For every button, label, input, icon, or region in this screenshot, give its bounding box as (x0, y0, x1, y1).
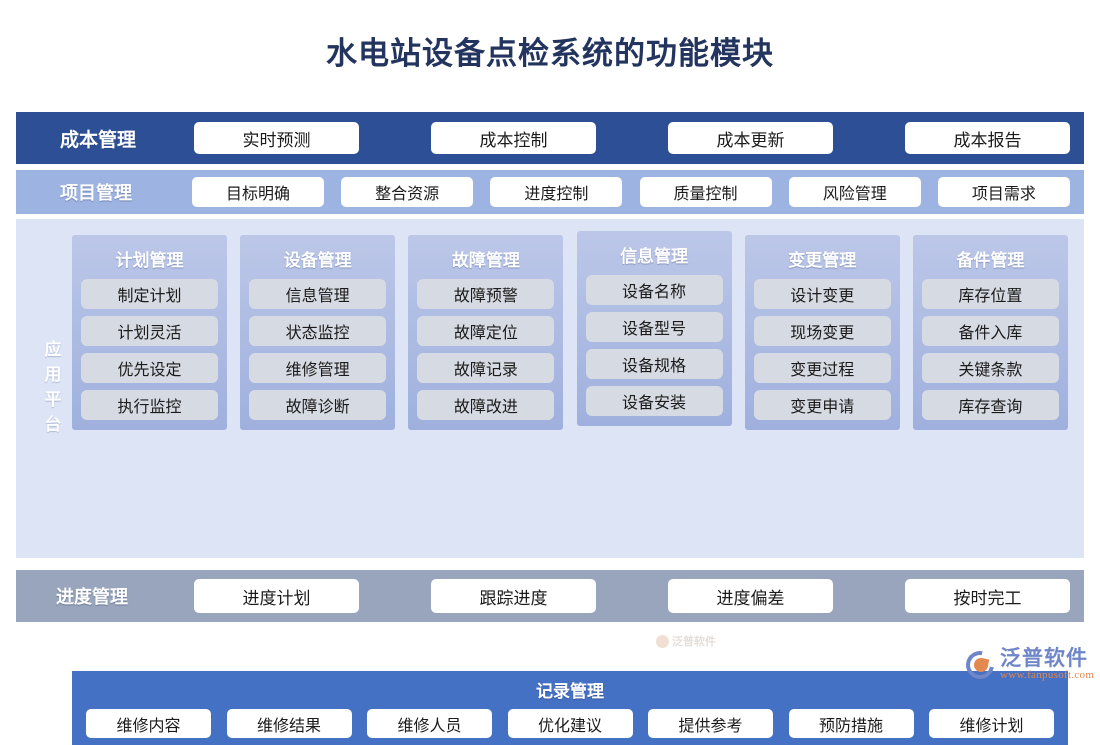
module-item[interactable]: 库存查询 (921, 390, 1059, 420)
module-item[interactable]: 状态监控 (249, 316, 387, 346)
project-management-label: 项目管理 (60, 183, 132, 203)
record-item-2[interactable]: 维修人员 (367, 709, 492, 738)
project-item-2[interactable]: 进度控制 (490, 177, 623, 207)
module-item[interactable]: 设备名称 (585, 275, 723, 305)
module-item[interactable]: 设计变更 (753, 279, 891, 309)
cost-item-1[interactable]: 成本控制 (431, 122, 596, 154)
brand-url: www.fanpusoft.com (1000, 669, 1095, 682)
schedule-management-row: 进度管理 进度计划 跟踪进度 进度偏差 按时完工 (16, 570, 1084, 622)
module-item[interactable]: 故障记录 (417, 353, 555, 383)
watermark-text: 泛普软件 (672, 636, 716, 648)
project-item-4[interactable]: 风险管理 (788, 177, 921, 207)
page-title: 水电站设备点检系统的功能模块 (326, 36, 774, 71)
module-item[interactable]: 变更过程 (753, 353, 891, 383)
project-item-3[interactable]: 质量控制 (639, 177, 772, 207)
schedule-item-2[interactable]: 进度偏差 (668, 579, 833, 613)
cost-management-label: 成本管理 (60, 129, 137, 151)
module-item[interactable]: 故障改进 (417, 390, 555, 420)
module-item[interactable]: 变更申请 (753, 390, 891, 420)
application-platform-panel: 应用平台 计划管理 制定计划 计划灵活 优先设定 执行监控 设备管理 信息管理 … (16, 219, 1084, 745)
schedule-item-0[interactable]: 进度计划 (194, 579, 359, 613)
brand-name: 泛普软件 (1000, 647, 1088, 670)
cost-management-items: 实时预测 成本控制 成本更新 成本报告 (180, 122, 1070, 154)
project-management-items: 目标明确 整合资源 进度控制 质量控制 风险管理 项目需求 (180, 177, 1070, 207)
module-column-equipment[interactable]: 设备管理 信息管理 状态监控 维修管理 故障诊断 (240, 235, 396, 430)
module-column-fault[interactable]: 故障管理 故障预警 故障定位 故障记录 故障改进 (408, 235, 564, 430)
module-item[interactable]: 备件入库 (921, 316, 1059, 346)
cost-item-3[interactable]: 成本报告 (905, 122, 1070, 154)
module-column-title: 计划管理 (115, 251, 184, 270)
module-column-change[interactable]: 变更管理 设计变更 现场变更 变更过程 变更申请 (744, 235, 900, 430)
module-column-information[interactable]: 信息管理 设备名称 设备型号 设备规格 设备安装 (576, 231, 732, 426)
record-management-section: 记录管理 维修内容 维修结果 维修人员 优化建议 提供参考 预防措施 维修计划 (72, 671, 1068, 745)
module-item[interactable]: 故障预警 (417, 279, 555, 309)
module-columns: 计划管理 制定计划 计划灵活 优先设定 执行监控 设备管理 信息管理 状态监控 … (72, 231, 1068, 451)
record-item-5[interactable]: 预防措施 (788, 709, 914, 738)
cost-item-0[interactable]: 实时预测 (194, 122, 359, 154)
module-item[interactable]: 制定计划 (81, 279, 218, 309)
watermark-logo: 泛普软件 (656, 633, 716, 649)
watermark-mark-icon (656, 634, 669, 648)
module-item[interactable]: 现场变更 (753, 316, 891, 346)
project-item-1[interactable]: 整合资源 (341, 177, 474, 207)
project-item-5[interactable]: 项目需求 (937, 177, 1070, 207)
module-item[interactable]: 库存位置 (921, 279, 1059, 309)
record-item-1[interactable]: 维修结果 (226, 709, 352, 738)
record-item-3[interactable]: 优化建议 (507, 709, 633, 738)
cost-item-2[interactable]: 成本更新 (668, 122, 833, 154)
module-column-title: 变更管理 (788, 251, 857, 270)
cost-management-row: 成本管理 实时预测 成本控制 成本更新 成本报告 (16, 112, 1084, 164)
module-item[interactable]: 故障诊断 (249, 390, 387, 420)
record-management-title: 记录管理 (536, 682, 604, 701)
record-item-0[interactable]: 维修内容 (86, 709, 211, 738)
module-column-title: 信息管理 (620, 247, 689, 266)
module-item[interactable]: 设备型号 (585, 312, 723, 342)
module-item[interactable]: 关键条款 (921, 353, 1059, 383)
project-item-0[interactable]: 目标明确 (192, 177, 324, 207)
schedule-item-1[interactable]: 跟踪进度 (431, 579, 596, 613)
schedule-management-items: 进度计划 跟踪进度 进度偏差 按时完工 (176, 579, 1070, 613)
module-item[interactable]: 设备安装 (585, 386, 723, 416)
record-management-items: 维修内容 维修结果 维修人员 优化建议 提供参考 预防措施 维修计划 (72, 702, 1068, 738)
schedule-management-label: 进度管理 (56, 587, 128, 607)
record-item-4[interactable]: 提供参考 (648, 709, 773, 738)
brand-logo: 泛普软件 www.fanpusoft.com (960, 645, 1095, 685)
module-item[interactable]: 设备规格 (585, 349, 723, 379)
module-column-title: 故障管理 (451, 251, 520, 270)
module-item[interactable]: 执行监控 (81, 390, 218, 420)
module-item[interactable]: 计划灵活 (81, 316, 218, 346)
module-item[interactable]: 信息管理 (249, 279, 387, 309)
brand-logo-text: 泛普软件 www.fanpusoft.com (1000, 647, 1095, 682)
module-column-title: 备件管理 (956, 251, 1025, 270)
module-column-plan[interactable]: 计划管理 制定计划 计划灵活 优先设定 执行监控 (72, 235, 227, 430)
module-column-spareparts[interactable]: 备件管理 库存位置 备件入库 关键条款 库存查询 (912, 235, 1068, 430)
module-item[interactable]: 故障定位 (417, 316, 555, 346)
schedule-item-3[interactable]: 按时完工 (905, 579, 1070, 613)
module-item[interactable]: 优先设定 (81, 353, 218, 383)
project-management-row: 项目管理 目标明确 整合资源 进度控制 质量控制 风险管理 项目需求 (16, 170, 1084, 214)
application-platform-label: 应用平台 (44, 340, 62, 434)
module-item[interactable]: 维修管理 (249, 353, 387, 383)
module-column-title: 设备管理 (283, 251, 352, 270)
record-item-6[interactable]: 维修计划 (929, 709, 1054, 738)
fanpu-logo-icon (960, 645, 1000, 685)
